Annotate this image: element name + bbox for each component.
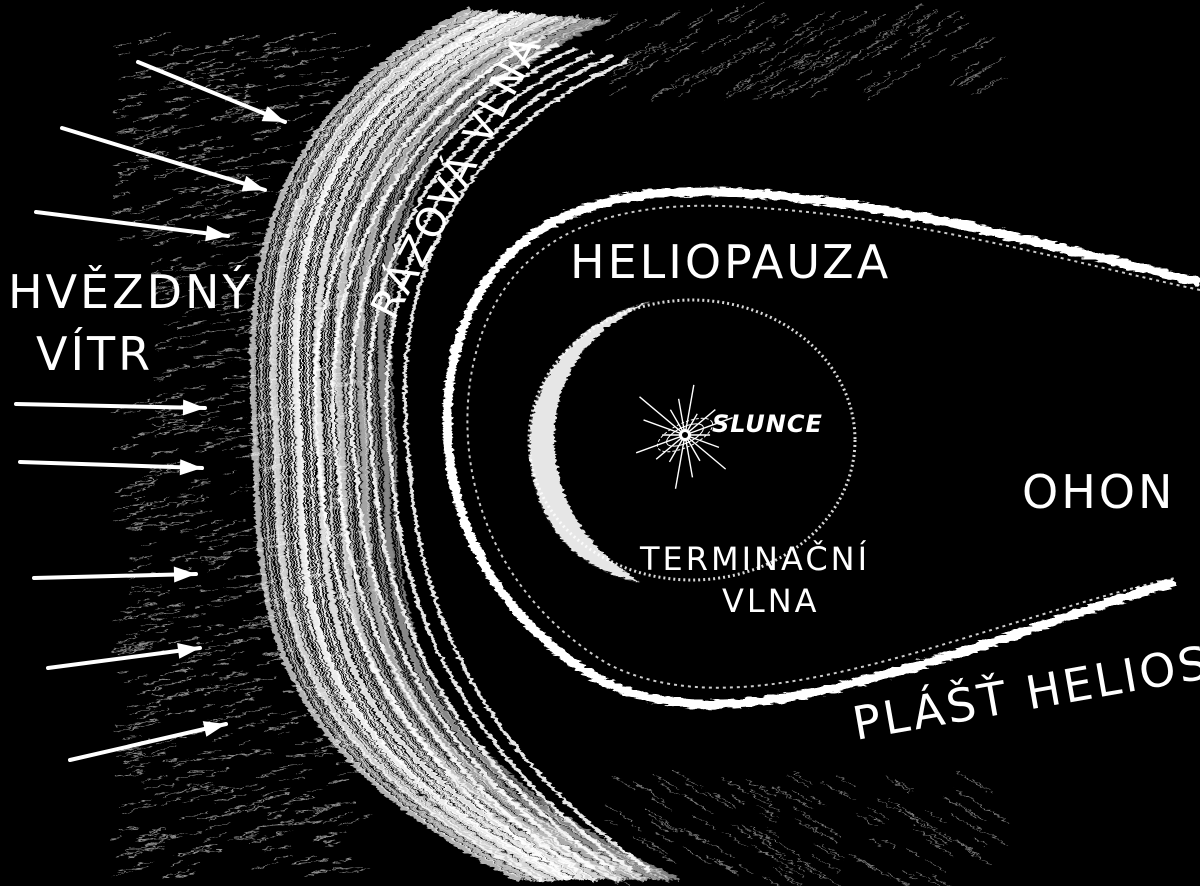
interstellar-medium-hatching [109,31,374,878]
label-tail: OHON [1022,465,1175,519]
heliopause-shell [442,187,1200,709]
wind-arrow [14,399,207,416]
wind-arrow [32,566,198,583]
sun-icon [635,384,733,489]
label-heliopause: HELIOPAUZA [570,235,891,289]
label-sun: SLUNCE [712,410,823,438]
wind-arrow [68,721,228,762]
label-stellar-wind-line2: VÍTR [36,327,153,381]
bow-shock-layers [249,7,681,883]
label-termination-shock-line2: VLNA [722,582,820,620]
wind-arrow [46,642,202,670]
outer-hatching [599,2,1009,886]
wind-arrow [60,126,267,192]
wind-arrow [34,210,230,242]
wind-arrow [18,459,204,476]
label-termination-shock-line1: TERMINAČNÍ [639,539,870,578]
wind-arrow [136,60,287,124]
stellar-wind-arrows [14,60,287,762]
termination-shock-shell [527,298,857,583]
label-stellar-wind-line1: HVĚZDNÝ [8,265,254,319]
